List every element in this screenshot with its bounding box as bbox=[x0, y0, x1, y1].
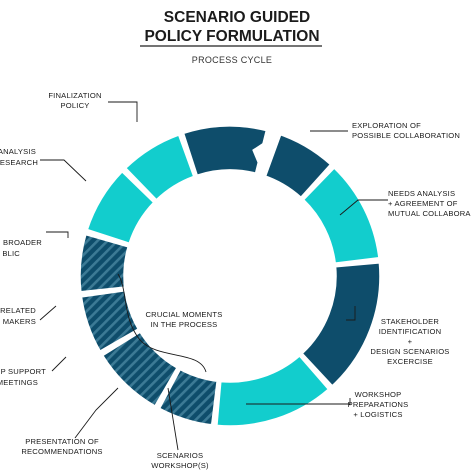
segment-exploration bbox=[261, 132, 332, 199]
label-stakeholder-line-3: + bbox=[408, 337, 413, 346]
label-stakeholder: STAKEHOLDER IDENTIFICATION + DESIGN SCEN… bbox=[370, 317, 449, 366]
label-finalization-line-1: FINALIZATION bbox=[48, 91, 101, 100]
label-broader-line-2: BLIC bbox=[2, 249, 20, 258]
label-exploration: EXPLORATION OF POSSIBLE COLLABORATION bbox=[352, 121, 460, 140]
label-exploration-line-1: EXPLORATION OF bbox=[352, 121, 421, 130]
leader-crucial bbox=[117, 273, 207, 373]
leader-follow-up bbox=[51, 356, 67, 372]
label-analysis: ANALYSIS RESEARCH bbox=[0, 147, 38, 167]
label-needs-line-2: + AGREEMENT OF bbox=[388, 199, 458, 208]
leader-broader bbox=[46, 231, 69, 238]
label-finalization: FINALIZATION POLICY bbox=[48, 91, 101, 110]
segment-needs-analysis bbox=[302, 167, 380, 264]
leader-presentation bbox=[74, 387, 119, 439]
label-follow-up-line-1: LOW UP SUPPORT bbox=[0, 367, 46, 376]
label-analysis-line-2: RESEARCH bbox=[0, 158, 38, 167]
segment-related-makers bbox=[79, 233, 130, 293]
leader-workshop-prep bbox=[246, 398, 351, 405]
label-related-line-1: RELATED bbox=[0, 306, 36, 315]
segment-scenarios-workshop bbox=[158, 368, 218, 426]
label-related: RELATED MAKERS bbox=[0, 306, 36, 326]
subtitle: PROCESS CYCLE bbox=[192, 55, 272, 65]
title-line-2: POLICY FORMULATION bbox=[144, 28, 319, 45]
label-follow-up: LOW UP SUPPORT & MEETINGS bbox=[0, 367, 46, 387]
leader-related bbox=[39, 305, 57, 321]
label-presentation: PRESENTATION OF RECOMMENDATIONS bbox=[21, 437, 102, 456]
label-exploration-line-2: POSSIBLE COLLABORATION bbox=[352, 131, 460, 140]
label-follow-up-line-2: & MEETINGS bbox=[0, 378, 38, 387]
label-scenarios-line-2: WORKSHOP(S) bbox=[151, 461, 209, 470]
label-stakeholder-line-2: IDENTIFICATION bbox=[379, 327, 442, 336]
label-scenarios-workshop: SCENARIOS WORKSHOP(S) bbox=[151, 451, 209, 470]
label-needs-line-3: MUTUAL COLLABORA bbox=[388, 209, 471, 218]
label-finalization-line-2: POLICY bbox=[60, 101, 89, 110]
label-broader: BROADER BLIC bbox=[2, 238, 42, 258]
label-crucial-line-1: CRUCIAL MOMENTS bbox=[146, 310, 223, 319]
segment-presentation bbox=[101, 331, 179, 407]
label-related-line-2: MAKERS bbox=[3, 317, 36, 326]
title-line-1: SCENARIO GUIDED bbox=[164, 9, 310, 26]
leader-needs bbox=[339, 199, 388, 216]
segment-workshop-prep bbox=[216, 354, 330, 427]
label-needs: NEEDS ANALYSIS + AGREEMENT OF MUTUAL COL… bbox=[388, 189, 471, 218]
segment-stakeholder bbox=[301, 262, 381, 387]
segment-follow-up bbox=[80, 289, 140, 353]
label-workshop-prep: WORKSHOP PREPARATIONS + LOGISTICS bbox=[348, 390, 409, 419]
label-stakeholder-line-1: STAKEHOLDER bbox=[381, 317, 439, 326]
label-needs-line-1: NEEDS ANALYSIS bbox=[388, 189, 455, 198]
leader-finalization bbox=[108, 101, 138, 122]
label-crucial-moments: CRUCIAL MOMENTS IN THE PROCESS bbox=[146, 310, 223, 329]
label-presentation-line-2: RECOMMENDATIONS bbox=[21, 447, 102, 456]
leader-scenarios bbox=[167, 387, 179, 451]
label-stakeholder-line-5: EXCERCISE bbox=[387, 357, 433, 366]
label-analysis-line-1: ANALYSIS bbox=[0, 147, 36, 156]
leader-lines bbox=[39, 101, 388, 451]
label-presentation-line-1: PRESENTATION OF bbox=[25, 437, 99, 446]
segment-broader-public bbox=[86, 170, 155, 245]
segment-finalization bbox=[182, 125, 268, 177]
label-workshop-prep-line-1: WORKSHOP bbox=[355, 390, 402, 399]
label-workshop-prep-line-2: PREPARATIONS bbox=[348, 400, 409, 409]
label-workshop-prep-line-3: + LOGISTICS bbox=[353, 410, 402, 419]
label-broader-line-1: BROADER bbox=[3, 238, 42, 247]
segment-analysis-research bbox=[124, 134, 195, 201]
cycle-ring bbox=[79, 125, 381, 427]
cycle-arrow-notch bbox=[252, 129, 284, 181]
label-scenarios-line-1: SCENARIOS bbox=[157, 451, 204, 460]
leader-analysis bbox=[40, 159, 87, 182]
leader-stakeholder bbox=[346, 306, 356, 321]
label-stakeholder-line-4: DESIGN SCENARIOS bbox=[370, 347, 449, 356]
label-crucial-line-2: IN THE PROCESS bbox=[151, 320, 218, 329]
